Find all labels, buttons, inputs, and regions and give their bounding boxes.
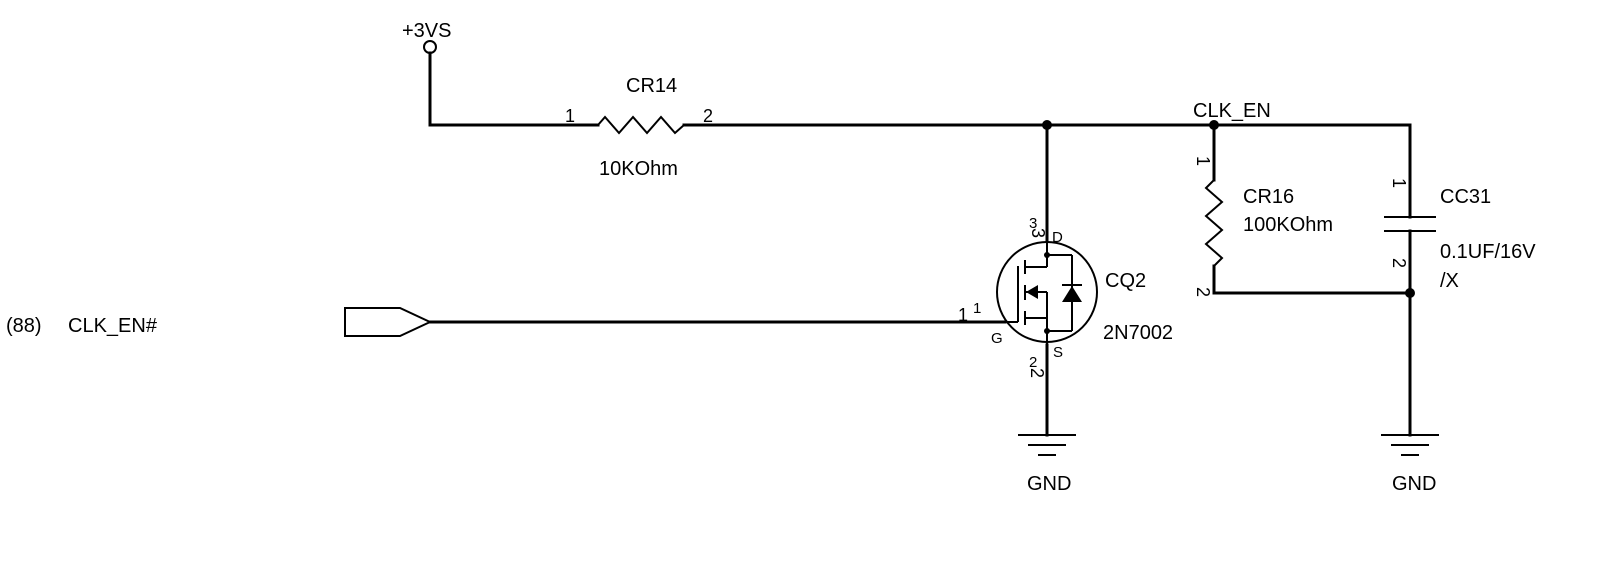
offpage-connector-flag <box>344 307 433 337</box>
cq2-value: 2N7002 <box>1103 322 1173 344</box>
cr16-value: 100KOhm <box>1243 214 1333 236</box>
resistor-cr16 <box>1204 179 1224 267</box>
ground-symbol-left <box>1018 434 1076 456</box>
gnd-left-label: GND <box>1027 473 1071 495</box>
cc31-value-line1: 0.1UF/16V <box>1440 241 1536 263</box>
resistor-cr14 <box>597 115 685 135</box>
cq2-drain-pin-small: 3 <box>1029 215 1037 232</box>
cq2-source-pin: 2 <box>1027 368 1047 378</box>
cr14-pin1: 1 <box>565 106 575 126</box>
power-terminal-3vs <box>423 40 437 127</box>
cc31-value-line2: /X <box>1440 270 1459 292</box>
cq2-drain-pin: 3 <box>1028 228 1048 238</box>
cq2-ref: CQ2 <box>1105 270 1146 292</box>
cc31-pin1: 1 <box>1389 178 1409 188</box>
cr14-pin2: 2 <box>703 106 713 126</box>
cq2-source-pin-small: 2 <box>1029 354 1037 371</box>
capacitor-cc31 <box>1384 216 1436 232</box>
clk-en-net-label: CLK_EN <box>1193 100 1271 122</box>
cr16-ref: CR16 <box>1243 186 1294 208</box>
cr16-pin2: 2 <box>1193 287 1213 297</box>
cc31-pin2: 2 <box>1389 258 1409 268</box>
cr14-value: 10KOhm <box>599 158 678 180</box>
ground-symbol-right <box>1381 434 1439 456</box>
offpage-ref: (88) <box>6 315 42 337</box>
cq2-gate-pin: 1 <box>958 305 968 325</box>
cq2-drain-label: D <box>1052 229 1063 246</box>
cr16-pin1: 1 <box>1193 156 1213 166</box>
offpage-net-name: CLK_EN# <box>68 315 158 337</box>
cq2-gate-label: G <box>991 330 1003 347</box>
mosfet-cq2 <box>996 240 1098 345</box>
power-net-label: +3VS <box>402 20 451 42</box>
cq2-source-label: S <box>1053 344 1063 361</box>
cq2-gate-pin-small: 1 <box>973 300 981 317</box>
gnd-right-label: GND <box>1392 473 1436 495</box>
cr14-ref: CR14 <box>626 75 677 97</box>
cc31-ref: CC31 <box>1440 186 1491 208</box>
